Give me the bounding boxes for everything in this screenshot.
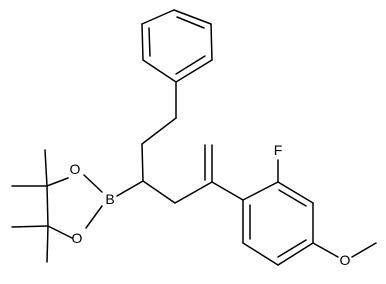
bond: [141, 117, 177, 145]
bond: [46, 185, 49, 227]
aromatic-inner-bond: [148, 27, 151, 57]
fluoro-methoxy-phenyl-ring: [211, 159, 377, 266]
aromatic-inner-bond: [277, 239, 307, 258]
bond: [211, 181, 244, 201]
oxygen-atom-label-lower: O: [72, 230, 83, 246]
bond: [174, 181, 213, 204]
bond: [312, 242, 339, 258]
pinacol-boronate-ring: [11, 149, 103, 263]
bond: [173, 9, 212, 25]
oxygen-atom-label-upper: O: [70, 161, 81, 177]
hexyl-chain: [116, 81, 213, 204]
aromatic-inner-bond: [175, 55, 206, 75]
fluorine-atom-label: F: [274, 142, 283, 158]
bond: [242, 242, 279, 266]
bond: [83, 174, 103, 193]
methoxy-oxygen-atom-label: O: [340, 252, 351, 268]
boron-atom-label: B: [105, 191, 114, 207]
bond: [47, 225, 73, 239]
bond: [142, 59, 177, 83]
bond: [141, 9, 175, 25]
bond: [210, 23, 213, 61]
bond: [277, 242, 314, 266]
bond: [242, 181, 279, 201]
bond: [46, 177, 69, 187]
methylene-group: [204, 144, 213, 183]
methyl-bond: [44, 149, 48, 187]
bond: [175, 59, 213, 83]
bond: [351, 242, 377, 258]
bond: [85, 205, 103, 229]
bond: [277, 181, 314, 204]
aromatic-inner-bond: [176, 16, 205, 29]
bond: [141, 143, 144, 182]
phenyl-ring: [141, 9, 213, 83]
bond: [141, 23, 144, 61]
methyl-bond: [46, 225, 49, 263]
bond: [142, 180, 176, 204]
bond: [116, 180, 144, 197]
aromatic-inner-bond: [278, 189, 307, 207]
methyl-bond: [11, 225, 49, 228]
